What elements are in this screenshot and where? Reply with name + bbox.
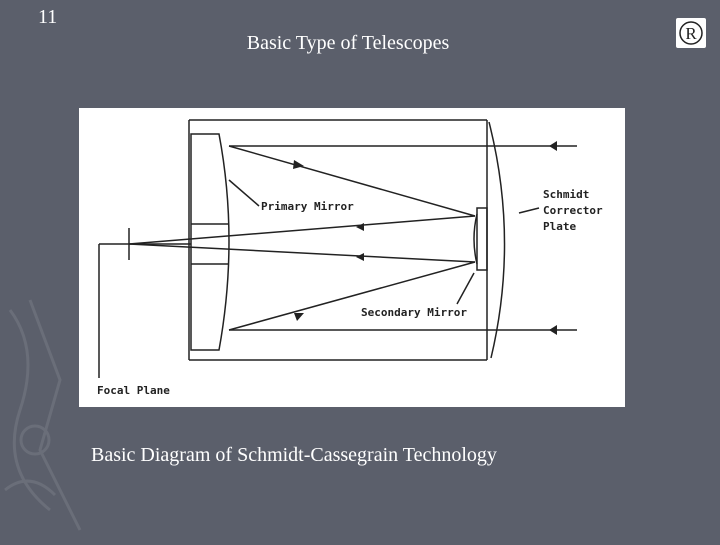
primary-mirror-label: Primary Mirror bbox=[261, 200, 354, 213]
arrow-bottom-reflect bbox=[294, 313, 304, 321]
diagram-caption: Basic Diagram of Schmidt-Cassegrain Tech… bbox=[91, 444, 497, 466]
arrow-focus-top bbox=[356, 223, 364, 231]
primary-mirror bbox=[190, 133, 230, 351]
ray-top-reflect bbox=[228, 145, 476, 217]
ray-to-focus-bottom bbox=[128, 243, 476, 263]
corrector-label-line1: Schmidt bbox=[543, 188, 589, 201]
decorative-watermark bbox=[0, 290, 110, 540]
slide-number: 11 bbox=[38, 6, 58, 28]
arrow-focus-bottom bbox=[356, 253, 364, 261]
telescope-diagram: Primary Mirror Secondary Mirror Schmidt … bbox=[79, 108, 625, 407]
ray-to-focus-top bbox=[128, 215, 476, 245]
corrector-label-line3: Plate bbox=[543, 220, 576, 233]
corrector-label-line2: Corrector bbox=[543, 204, 603, 217]
secondary-mirror bbox=[476, 207, 488, 271]
secondary-mirror-face bbox=[473, 213, 478, 265]
arrow-top-reflect bbox=[293, 160, 304, 169]
registered-logo: R bbox=[676, 18, 706, 48]
focal-plane-label: Focal Plane bbox=[97, 384, 170, 397]
arrow-top-in bbox=[549, 141, 557, 151]
slide-title: Basic Type of Telescopes bbox=[246, 32, 450, 54]
arrow-bottom-in bbox=[549, 325, 557, 335]
schmidt-corrector-plate bbox=[488, 121, 506, 359]
secondary-mirror-label: Secondary Mirror bbox=[361, 306, 467, 319]
secondary-label-leader bbox=[456, 272, 475, 305]
ray-bottom-reflect bbox=[228, 261, 476, 331]
corrector-label-leader bbox=[518, 207, 540, 214]
logo-text: R bbox=[685, 24, 697, 43]
primary-label-leader bbox=[228, 179, 260, 207]
